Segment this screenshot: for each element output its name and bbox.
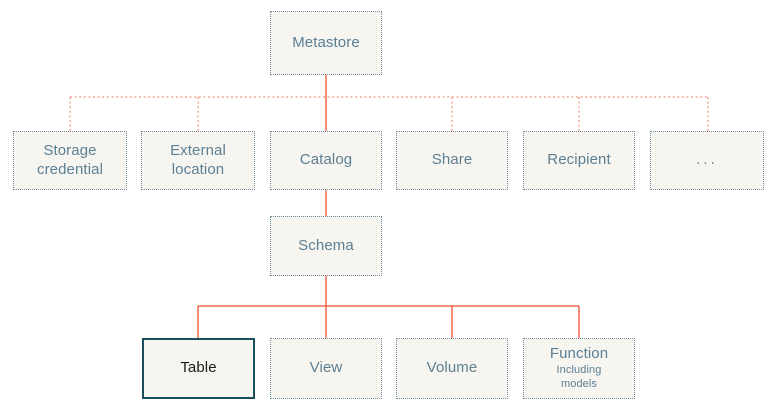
node-table[interactable]: Table (142, 338, 255, 399)
node-more-ellipsis-label: ... (696, 151, 718, 169)
node-metastore[interactable]: Metastore (270, 11, 382, 75)
node-catalog[interactable]: Catalog (270, 131, 382, 190)
node-volume-label: Volume (426, 359, 478, 377)
node-external-location-label: External location (170, 142, 226, 178)
node-function-label: Function (549, 345, 609, 363)
node-schema[interactable]: Schema (270, 216, 382, 276)
node-schema-label: Schema (298, 236, 354, 254)
node-function-sublabel: Including models (556, 364, 602, 391)
node-recipient-label: Recipient (547, 151, 611, 169)
node-external-location[interactable]: External location (141, 131, 255, 190)
node-recipient[interactable]: Recipient (523, 131, 635, 190)
node-view-label: View (309, 359, 343, 377)
node-catalog-label: Catalog (299, 151, 353, 169)
node-storage-credential[interactable]: Storage credential (13, 131, 127, 190)
node-share[interactable]: Share (396, 131, 508, 190)
node-metastore-label: Metastore (292, 33, 360, 51)
node-function[interactable]: Function Including models (523, 338, 635, 399)
node-more-ellipsis[interactable]: ... (650, 131, 764, 190)
node-storage-credential-label: Storage credential (36, 142, 104, 178)
node-share-label: Share (431, 151, 473, 169)
node-volume[interactable]: Volume (396, 338, 508, 399)
node-table-label: Table (180, 359, 217, 377)
node-view[interactable]: View (270, 338, 382, 399)
